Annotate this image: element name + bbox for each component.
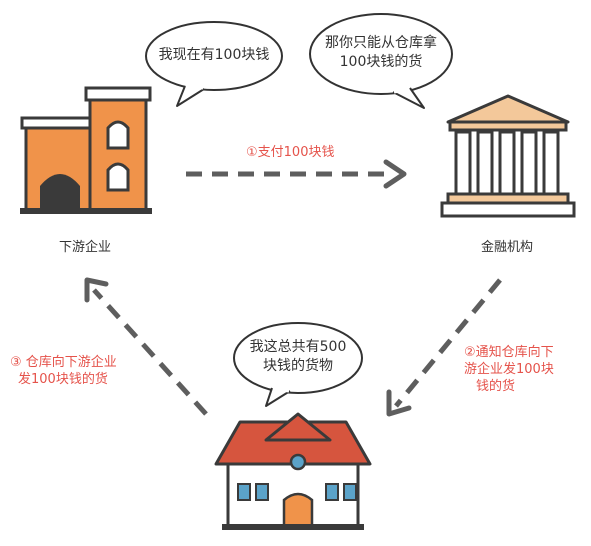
- step-2-line-1: ②通知仓库向下: [464, 345, 554, 360]
- bubble-text-downstream: 我现在有100块钱: [158, 47, 270, 63]
- financial-institution-label: 金融机构: [480, 240, 533, 255]
- bubble-text-warehouse: 我这总共有500 块钱的货物: [240, 338, 356, 376]
- financial-institution-bank-icon: [440, 94, 576, 218]
- speech-bubble-bank: [309, 13, 453, 109]
- step-2-line-2: 游企业发100块: [464, 362, 554, 377]
- bubble-text-warehouse-line-1: 我这总共有500: [249, 339, 347, 355]
- step-3-line-2: 发100块钱的货: [18, 372, 108, 387]
- bubble-text-warehouse-line-2: 块钱的货物: [263, 358, 333, 374]
- speech-bubble-warehouse: [233, 322, 363, 407]
- downstream-enterprise-building-icon: [20, 86, 152, 214]
- arrow-notify-warehouse: [386, 278, 502, 417]
- warehouse-house-icon: [214, 412, 372, 530]
- step-2-line-3: 钱的货: [476, 379, 516, 394]
- step-3-line-1: ③ 仓库向下游企业: [10, 355, 117, 370]
- speech-bubble-downstream: [145, 21, 283, 107]
- bubble-text-bank-line-2: 100块钱的货: [339, 54, 423, 70]
- arrow-payment: [186, 159, 407, 189]
- step-1-payment-label: ①支付100块钱: [246, 145, 335, 160]
- step-2-notify-label: ②通知仓库向下 游企业发100块 钱的货: [464, 344, 554, 395]
- downstream-enterprise-label: 下游企业: [58, 240, 111, 255]
- step-3-ship-label: ③ 仓库向下游企业 发100块钱的货: [10, 354, 117, 388]
- bubble-text-bank-line-1: 那你只能从仓库拿: [325, 35, 437, 51]
- arrow-ship-goods: [84, 277, 208, 416]
- bubble-text-bank: 那你只能从仓库拿 100块钱的货: [316, 34, 446, 72]
